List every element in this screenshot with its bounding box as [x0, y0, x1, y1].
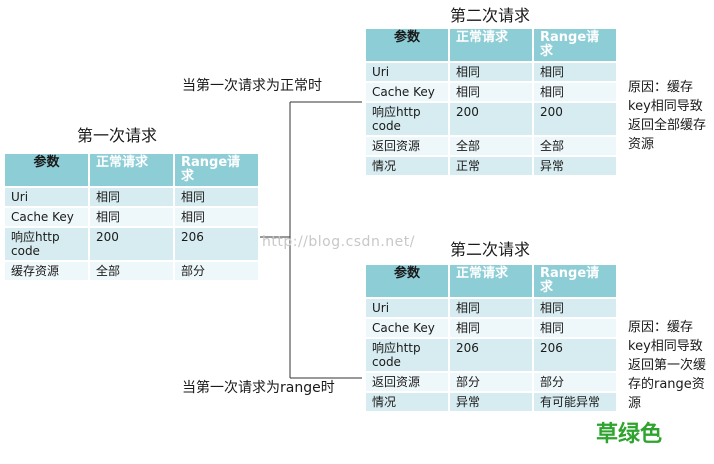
table-row: 缓存资源 全部 部分 [3, 260, 260, 282]
table-cell: 全部 [532, 135, 618, 157]
second-request-table-normal: 参数 正常请求 Range请求 Uri 相同 相同 Cache Key 相同 相… [364, 27, 618, 177]
table-cell: 部分 [448, 371, 534, 393]
overlay-green-text: 草绿色 [596, 422, 663, 447]
table-cell: 相同 [532, 61, 618, 83]
table-row: Uri 相同 相同 [364, 297, 618, 319]
title-second-request-top: 第二次请求 [450, 6, 531, 25]
reason-note-range: 原因：缓存key相同导致返回第一次缓存的range资源 [628, 320, 707, 411]
table-cell: 全部 [88, 260, 175, 282]
table-cell: Cache Key [364, 317, 450, 339]
table-row: 响应http code 206 206 [364, 337, 618, 373]
table-cell: 部分 [173, 260, 260, 282]
header-normal: 正常请求 [448, 263, 534, 299]
table-row: Cache Key 相同 相同 [364, 81, 618, 103]
table-cell: 206 [173, 226, 260, 262]
table-cell: 有可能异常 [532, 391, 618, 413]
table-cell: 异常 [532, 155, 618, 177]
table-cell: Uri [364, 297, 450, 319]
table-cell: 相同 [88, 186, 175, 208]
header-range: Range请求 [173, 152, 260, 188]
table-cell: Cache Key [3, 206, 90, 228]
table-row: Cache Key 相同 相同 [364, 317, 618, 339]
header-range: Range请求 [532, 263, 618, 299]
table-cell: 200 [532, 101, 618, 137]
table-cell: 部分 [532, 371, 618, 393]
table-cell: 情况 [364, 391, 450, 413]
first-request-table: 参数 正常请求 Range请求 Uri 相同 相同 Cache Key 相同 相… [3, 152, 260, 282]
header-param: 参数 [3, 152, 90, 188]
table-cell: 相同 [448, 297, 534, 319]
table-row: 返回资源 部分 部分 [364, 371, 618, 393]
table-row: 响应http code 200 200 [364, 101, 618, 137]
table-row: Uri 相同 相同 [3, 186, 260, 208]
table-cell: 缓存资源 [3, 260, 90, 282]
second-request-table-range: 参数 正常请求 Range请求 Uri 相同 相同 Cache Key 相同 相… [364, 263, 618, 413]
watermark-text: http://blog.csdn.net/ [262, 234, 415, 250]
table-cell: 正常 [448, 155, 534, 177]
header-param: 参数 [364, 27, 450, 63]
table-cell: 返回资源 [364, 371, 450, 393]
table-cell: 相同 [173, 186, 260, 208]
table-row: Cache Key 相同 相同 [3, 206, 260, 228]
table-cell: 异常 [448, 391, 534, 413]
table-cell: 相同 [532, 297, 618, 319]
table-cell: 206 [448, 337, 534, 373]
table-cell: 响应http code [364, 101, 450, 137]
table-cell: 情况 [364, 155, 450, 177]
header-param: 参数 [364, 263, 450, 299]
table-cell: 全部 [448, 135, 534, 157]
table-header-row: 参数 正常请求 Range请求 [364, 27, 618, 63]
table-header-row: 参数 正常请求 Range请求 [364, 263, 618, 299]
table-cell: 返回资源 [364, 135, 450, 157]
table-cell: 206 [532, 337, 618, 373]
table-row: 响应http code 200 206 [3, 226, 260, 262]
header-range: Range请求 [532, 27, 618, 63]
title-first-request: 第一次请求 [77, 126, 158, 145]
table-cell: 相同 [532, 317, 618, 339]
table-cell: 200 [448, 101, 534, 137]
table-row: 返回资源 全部 全部 [364, 135, 618, 157]
condition-range-label: 当第一次请求为range时 [182, 380, 335, 396]
header-normal: 正常请求 [448, 27, 534, 63]
title-second-request-bottom: 第二次请求 [450, 240, 531, 259]
table-row: Uri 相同 相同 [364, 61, 618, 83]
table-cell: Cache Key [364, 81, 450, 103]
table-cell: 相同 [532, 81, 618, 103]
table-header-row: 参数 正常请求 Range请求 [3, 152, 260, 188]
table-row: 情况 正常 异常 [364, 155, 618, 177]
table-cell: 相同 [88, 206, 175, 228]
table-cell: 相同 [448, 61, 534, 83]
table-cell: 200 [88, 226, 175, 262]
table-cell: 响应http code [3, 226, 90, 262]
table-cell: Uri [3, 186, 90, 208]
table-cell: 响应http code [364, 337, 450, 373]
table-row: 情况 异常 有可能异常 [364, 391, 618, 413]
header-normal: 正常请求 [88, 152, 175, 188]
table-cell: 相同 [448, 81, 534, 103]
table-cell: 相同 [448, 317, 534, 339]
table-cell: Uri [364, 61, 450, 83]
condition-normal-label: 当第一次请求为正常时 [182, 78, 322, 94]
table-cell: 相同 [173, 206, 260, 228]
reason-note-normal: 原因：缓存key相同导致返回全部缓存资源 [628, 80, 707, 152]
